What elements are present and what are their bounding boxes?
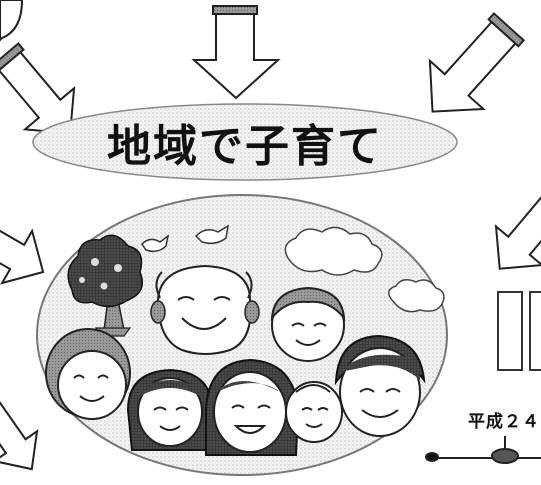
boy-figure [270, 286, 346, 362]
corner-bubble [0, 0, 24, 42]
page-title: 地域で子育て [107, 121, 383, 172]
arrow-top-left [0, 42, 76, 135]
timeline [425, 436, 541, 464]
baby-figure [285, 381, 343, 443]
arrow-left-bottom [0, 396, 39, 471]
arrow-top-right [428, 12, 526, 113]
mother-figure [205, 358, 300, 456]
grandpa-figure [150, 264, 260, 355]
era-caption: 平成２４ [468, 412, 540, 432]
bird-icon [141, 224, 230, 253]
arrow-left-middle [0, 213, 45, 285]
grandma-figure [45, 328, 131, 420]
girl-figure [126, 368, 214, 451]
arrow-top [191, 5, 281, 100]
tree-icon [67, 234, 143, 337]
title-bubble [32, 103, 458, 181]
cloud-icon [284, 226, 445, 313]
side-panels [497, 291, 541, 371]
father-figure [334, 334, 426, 437]
arrow-right-middle [494, 189, 541, 270]
